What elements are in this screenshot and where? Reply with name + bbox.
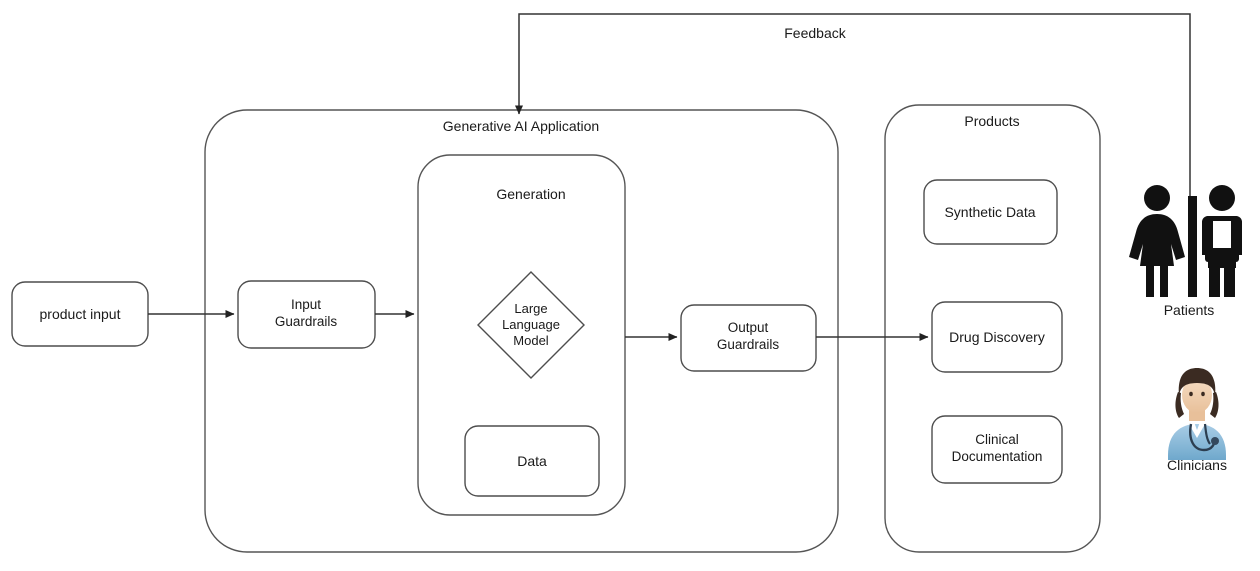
large-language-model-label-line3: Model — [513, 333, 549, 348]
large-language-model-node[interactable]: Large Language Model — [477, 271, 585, 379]
products-boundary — [884, 104, 1101, 553]
clinical-documentation-box — [931, 415, 1063, 484]
output-guardrails-node[interactable]: Output Guardrails — [680, 304, 817, 372]
clinicians-label: Clinicians — [1167, 457, 1227, 473]
data-node[interactable]: Data — [464, 425, 600, 497]
products-container[interactable]: Products — [884, 104, 1101, 553]
output-guardrails-label-line1: Output — [728, 320, 769, 335]
data-label: Data — [517, 453, 547, 469]
products-label: Products — [964, 113, 1019, 129]
clinical-documentation-label-line1: Clinical — [975, 432, 1019, 447]
product-input-label: product input — [40, 306, 121, 322]
generation-container[interactable]: Generation — [417, 154, 626, 516]
patients-divider-bar — [1188, 196, 1197, 297]
synthetic-data-label: Synthetic Data — [944, 204, 1035, 220]
input-guardrails-label-line1: Input — [291, 297, 321, 312]
patients-label: Patients — [1164, 302, 1215, 318]
drug-discovery-label: Drug Discovery — [949, 329, 1045, 345]
product-input-node[interactable]: product input — [11, 281, 149, 347]
generation-label: Generation — [496, 186, 565, 202]
output-guardrails-box — [680, 304, 817, 372]
input-guardrails-node[interactable]: Input Guardrails — [237, 280, 376, 349]
edge-feedback-loop — [515, 13, 1191, 196]
feedback-label: Feedback — [784, 25, 846, 41]
patients-group[interactable]: Patients — [1129, 185, 1242, 318]
data-box — [464, 425, 600, 497]
large-language-model-label-line2: Language — [502, 317, 560, 332]
clinical-documentation-node[interactable]: Clinical Documentation — [931, 415, 1063, 484]
clinician-avatar-icon — [1157, 368, 1237, 464]
generation-boundary — [417, 154, 626, 516]
synthetic-data-node[interactable]: Synthetic Data — [923, 179, 1058, 245]
synthetic-data-box — [923, 179, 1058, 245]
male-patient-icon — [1202, 185, 1242, 297]
input-guardrails-label-line2: Guardrails — [275, 314, 338, 329]
female-patient-icon — [1129, 185, 1185, 297]
drug-discovery-node[interactable]: Drug Discovery — [931, 301, 1063, 373]
large-language-model-diamond — [477, 271, 585, 379]
drug-discovery-box — [931, 301, 1063, 373]
clinicians-group[interactable]: Clinicians — [1157, 368, 1237, 473]
clinical-documentation-label-line2: Documentation — [952, 449, 1043, 464]
output-guardrails-label-line2: Guardrails — [717, 337, 780, 352]
gen-ai-application-label: Generative AI Application — [443, 118, 599, 134]
large-language-model-label-line1: Large — [514, 301, 547, 316]
